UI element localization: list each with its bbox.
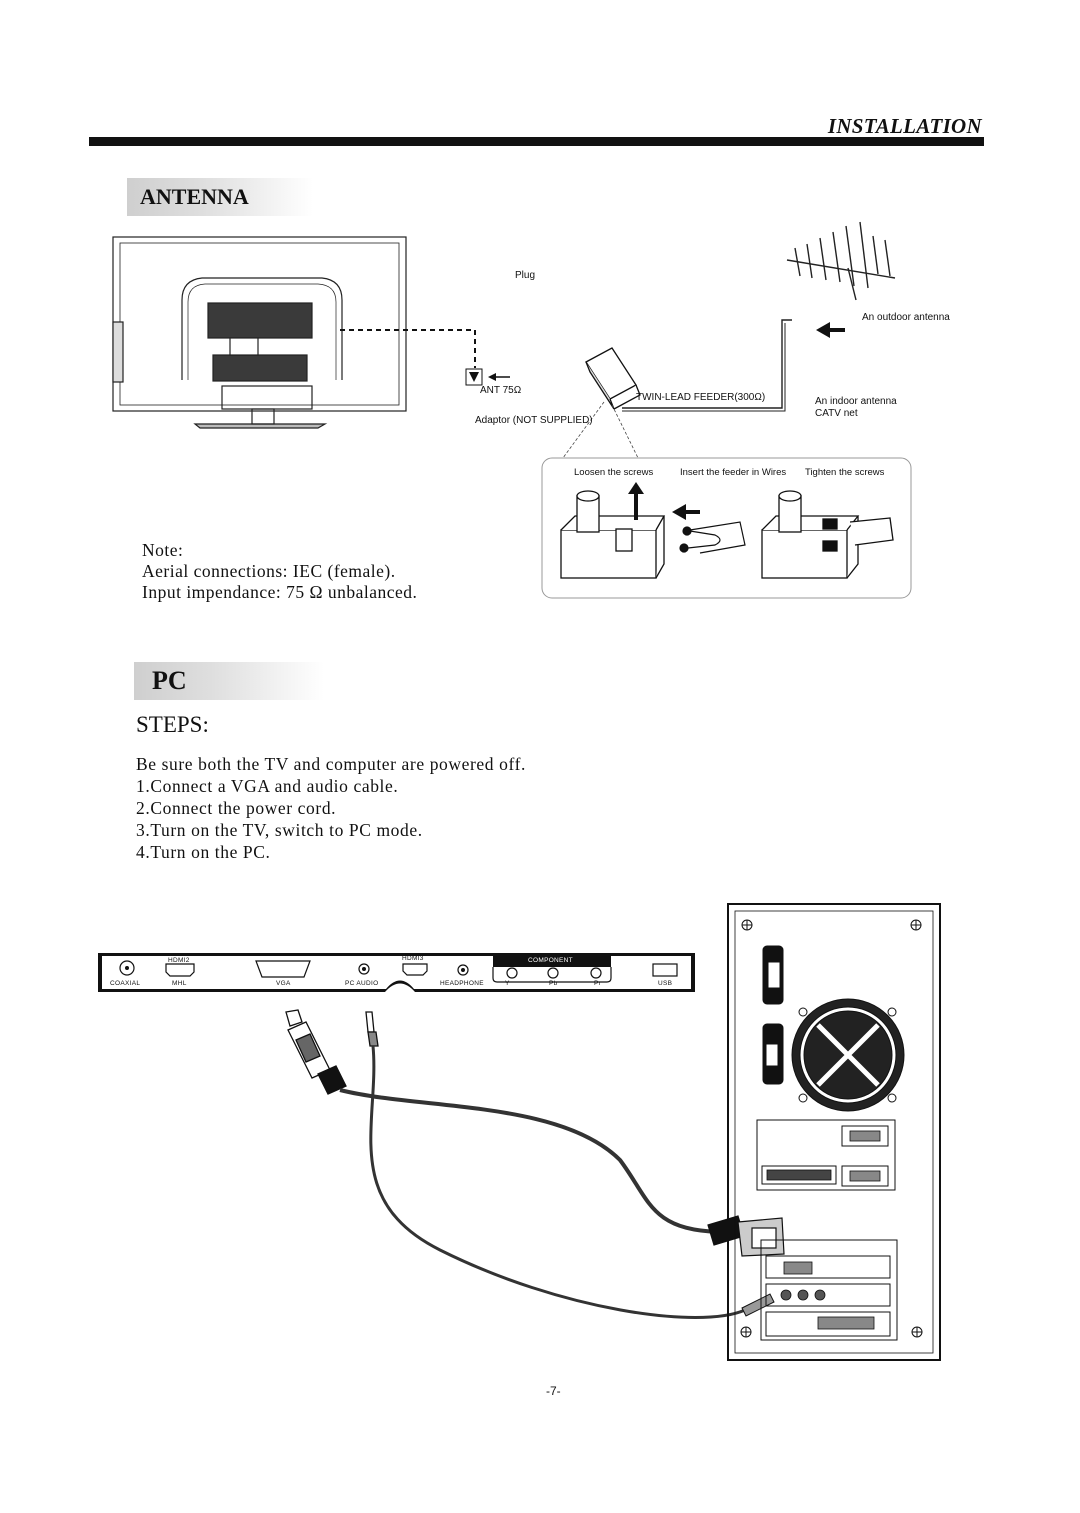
vga-cable (339, 1088, 721, 1234)
loosen-label: Loosen the screws (574, 467, 654, 478)
vga-label: VGA (276, 980, 291, 987)
steps-title: STEPS: (136, 712, 209, 737)
adaptor-illustration (585, 347, 641, 410)
pr-label: Pr (594, 980, 602, 987)
antenna-heading-text: ANTENNA (140, 184, 249, 209)
terminal-left (560, 490, 666, 579)
audio-plug-illustration (365, 1011, 379, 1047)
tv-connector-panel (98, 953, 695, 992)
step-intro: Be sure both the TV and computer are pow… (136, 754, 526, 774)
terminal-right (761, 490, 894, 579)
hdmi3-label: HDMI3 (402, 955, 424, 962)
pc-tower-illustration (727, 903, 941, 1361)
outdoor-antenna-illustration (786, 221, 896, 301)
component-label: COMPONENT (528, 957, 573, 964)
plug-label: Plug (515, 270, 536, 281)
pc-audio-label: PC AUDIO (345, 980, 379, 987)
pc-heading-text: PC (152, 666, 187, 695)
mhl-label: MHL (172, 980, 187, 987)
catv-label: CATV net (815, 408, 858, 419)
step-3: 3.Turn on the TV, switch to PC mode. (136, 820, 423, 840)
note-line-1: Aerial connections: IEC (female). (142, 561, 396, 581)
audio-cable (369, 1045, 746, 1319)
page-number: -7- (546, 1384, 561, 1398)
usb-label: USB (658, 980, 673, 987)
adaptor-label: Adaptor (NOT SUPPLIED) (475, 415, 593, 426)
vga-pc-connector (707, 1215, 785, 1257)
vga-plug-illustration (285, 1009, 347, 1095)
ant-label: ANT 75Ω (480, 385, 522, 396)
note-line-2: Input impendance: 75 Ω unbalanced. (142, 582, 418, 602)
outdoor-antenna-label: An outdoor antenna (862, 312, 950, 323)
tighten-label: Tighten the screws (805, 467, 885, 478)
pc-section-heading: PC (134, 662, 324, 700)
note-title: Note: (142, 540, 184, 560)
feeder-label: TWIN-LEAD FEEDER(300Ω) (636, 392, 766, 403)
pb-label: Pb (549, 980, 558, 987)
coaxial-label: COAXIAL (110, 980, 141, 987)
feeder-wire (679, 521, 746, 554)
tv-rear-illustration (112, 236, 407, 429)
hdmi2-label: HDMI2 (168, 957, 190, 964)
y-label: Y (505, 980, 510, 987)
dashed-connection-line (340, 329, 476, 368)
step-1: 1.Connect a VGA and audio cable. (136, 776, 399, 796)
step-2: 2.Connect the power cord. (136, 798, 337, 818)
page-header-title: INSTALLATION (827, 114, 982, 138)
step-4: 4.Turn on the PC. (136, 842, 271, 862)
indoor-antenna-label: An indoor antenna (815, 396, 897, 407)
insert-label: Insert the feeder in Wires (680, 467, 787, 478)
antenna-section-heading: ANTENNA (127, 178, 313, 216)
headphone-label: HEADPHONE (440, 980, 484, 987)
header-rule (89, 137, 984, 146)
